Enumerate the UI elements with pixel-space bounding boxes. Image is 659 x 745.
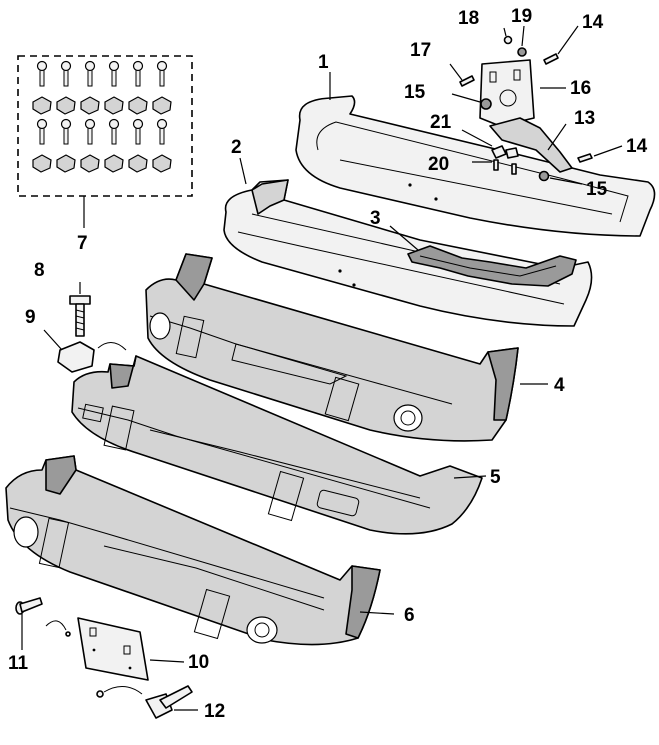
rivet-11 bbox=[15, 597, 71, 650]
bumper-fascia-4 bbox=[145, 253, 548, 442]
kit-bolt-icon bbox=[156, 60, 168, 87]
washer-18 bbox=[503, 35, 513, 45]
kit-bolt-icon bbox=[84, 118, 96, 145]
callout-5: 5 bbox=[490, 467, 501, 488]
callout-3: 3 bbox=[370, 208, 381, 229]
nut-15-top bbox=[480, 98, 492, 110]
callout-15-top: 15 bbox=[404, 82, 426, 103]
callout-15-right: 15 bbox=[586, 179, 608, 200]
callout-4: 4 bbox=[554, 375, 565, 396]
callout-18: 18 bbox=[458, 8, 479, 29]
kit-clip-nut-icon bbox=[152, 96, 172, 115]
callout-labels: 1 2 3 4 5 6 7 8 9 10 11 12 13 14 14 15 1… bbox=[8, 6, 648, 722]
kit-clip-nut-icon bbox=[80, 96, 100, 115]
callout-1: 1 bbox=[318, 52, 329, 73]
callout-19: 19 bbox=[511, 6, 532, 27]
kit-bolt-icon bbox=[156, 118, 168, 145]
kit-bolt-icon bbox=[36, 60, 48, 87]
kit-clip-nut-icon bbox=[56, 154, 76, 173]
plate-16 bbox=[479, 59, 535, 127]
license-plate-bracket-10 bbox=[77, 617, 185, 681]
screw-20 bbox=[493, 159, 499, 171]
kit-clip-nut-icon bbox=[128, 154, 148, 173]
kit-bolt-icon bbox=[132, 118, 144, 145]
nut-15-right bbox=[538, 170, 550, 182]
callout-21: 21 bbox=[430, 112, 452, 133]
bolt-14-top bbox=[543, 53, 559, 65]
callout-7: 7 bbox=[77, 233, 88, 254]
kit-clip-nut-icon bbox=[32, 96, 52, 115]
mounting-bracket-cluster bbox=[239, 25, 623, 185]
nut-19 bbox=[517, 47, 527, 57]
kit-clip-nut-icon bbox=[104, 96, 124, 115]
callout-9: 9 bbox=[25, 307, 36, 328]
screw-12 bbox=[96, 685, 198, 719]
side-bracket-3 bbox=[389, 225, 577, 287]
clip-nut-9 bbox=[43, 329, 127, 373]
kit-clip-nut-icon bbox=[128, 96, 148, 115]
kit-clip-nut-icon bbox=[152, 154, 172, 173]
callout-16: 16 bbox=[570, 78, 591, 99]
callout-20: 20 bbox=[428, 154, 449, 175]
kit-clip-nut-icon bbox=[104, 154, 124, 173]
bolt-8 bbox=[69, 282, 91, 337]
callout-14-right: 14 bbox=[626, 136, 648, 157]
kit-bolt-icon bbox=[36, 118, 48, 145]
callout-12: 12 bbox=[204, 701, 225, 722]
kit-bolt-icon bbox=[60, 118, 72, 145]
callout-11: 11 bbox=[8, 653, 29, 674]
kit-bolt-icon bbox=[84, 60, 96, 87]
callout-8: 8 bbox=[34, 260, 45, 281]
callout-10: 10 bbox=[188, 652, 209, 673]
callout-2: 2 bbox=[231, 137, 242, 158]
clip-21 bbox=[491, 145, 507, 159]
bumper-fascia-6 bbox=[5, 455, 395, 646]
bumper-bar-1 bbox=[295, 95, 656, 237]
bracket-13 bbox=[489, 117, 573, 173]
kit-bolt-icon bbox=[132, 60, 144, 87]
bolt-17 bbox=[459, 75, 475, 87]
callout-14-top: 14 bbox=[582, 12, 604, 33]
kit-clip-nut-icon bbox=[56, 96, 76, 115]
callout-13: 13 bbox=[574, 108, 595, 129]
bolt-14-right bbox=[577, 153, 593, 163]
kit-bolt-icon bbox=[60, 60, 72, 87]
kit-bolt-icon bbox=[108, 60, 120, 87]
fastener-kit-box bbox=[17, 55, 193, 228]
callout-17: 17 bbox=[410, 40, 431, 61]
kit-clip-nut-icon bbox=[32, 154, 52, 173]
bumper-fascia-5 bbox=[71, 355, 487, 535]
callout-6: 6 bbox=[404, 605, 415, 626]
kit-bolt-icon bbox=[108, 118, 120, 145]
kit-clip-nut-icon bbox=[80, 154, 100, 173]
